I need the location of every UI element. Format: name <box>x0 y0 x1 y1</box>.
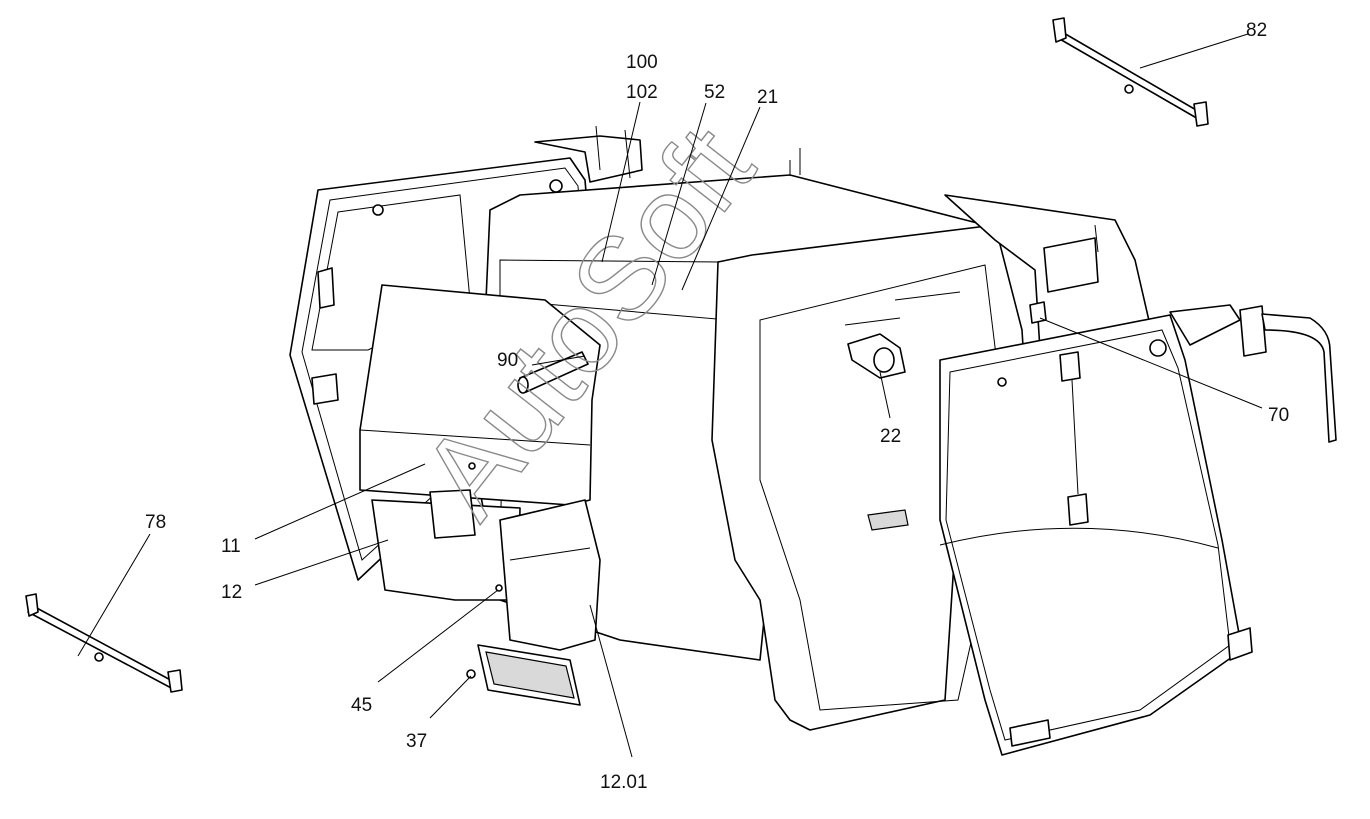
part-11-panel <box>359 284 601 506</box>
leader-lines <box>77 33 1263 758</box>
part-78-rail <box>25 593 183 693</box>
upper-hinge-bracket <box>534 125 643 183</box>
callout-100: 100 <box>626 52 658 73</box>
callout-102: 102 <box>626 82 658 103</box>
right-door-surround <box>711 224 1031 731</box>
callout-45: 45 <box>351 695 372 716</box>
part-12-01-console <box>499 499 601 651</box>
callout-90: 90 <box>497 350 518 371</box>
callout-22: 22 <box>880 426 901 447</box>
callout-11: 11 <box>221 536 241 557</box>
callout-12: 12 <box>221 582 242 603</box>
callout-52: 52 <box>704 82 725 103</box>
callout-70: 70 <box>1268 405 1289 426</box>
front-right-door <box>939 314 1253 756</box>
right-side-panel <box>944 194 1151 351</box>
callout-12-01: 12.01 <box>600 772 648 793</box>
callout-82: 82 <box>1246 20 1267 41</box>
part-12-panel <box>371 489 521 601</box>
vent-grille <box>477 644 581 706</box>
callout-37: 37 <box>406 731 427 752</box>
callout-21: 21 <box>757 87 778 108</box>
part-90-tube <box>517 351 589 394</box>
fasteners <box>466 584 503 679</box>
part-82-rail <box>1052 17 1209 127</box>
part-22-wiper-motor <box>844 291 961 379</box>
right-hinge-rod <box>1149 304 1337 443</box>
callout-78: 78 <box>145 512 166 533</box>
